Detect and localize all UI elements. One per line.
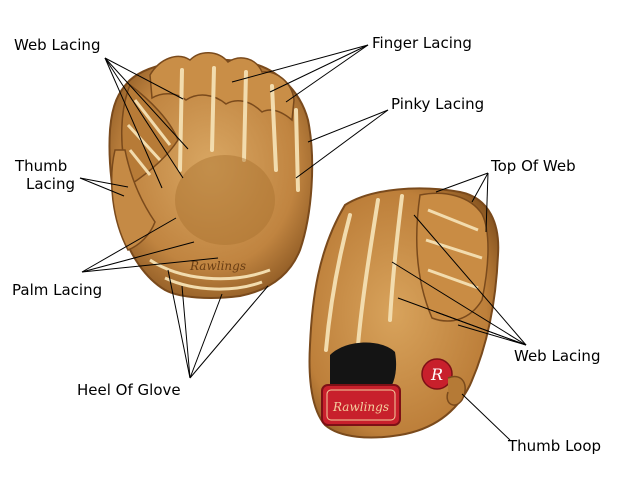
label-thumb-lacing-line1: Thumb <box>15 157 68 175</box>
label-top-of-web: Top Of Web <box>491 157 576 175</box>
left-web-lacing <box>126 99 172 176</box>
left-pocket <box>175 155 275 245</box>
right-glove-opening <box>330 342 397 397</box>
label-web-lacing-left: Web Lacing <box>14 36 101 54</box>
label-heel-of-glove: Heel Of Glove <box>77 381 181 399</box>
thumb-loop <box>446 375 466 406</box>
brand-logo-letter: R <box>430 365 443 384</box>
left-heel-stamp: Rawlings <box>189 259 246 273</box>
label-thumb-loop: Thumb Loop <box>508 437 602 455</box>
label-thumb-lacing-line2: Lacing <box>26 175 75 193</box>
brand-logo <box>421 358 453 390</box>
pointer-lines <box>79 44 527 441</box>
left-glove: Rawlings <box>108 52 314 299</box>
brand-patch <box>321 384 401 426</box>
left-glove-fingers <box>149 52 295 122</box>
left-thumb <box>110 149 156 251</box>
left-heel-lacing <box>149 258 271 291</box>
brand-patch-text: Rawlings <box>332 400 389 414</box>
right-glove: Rawlings R <box>308 187 500 439</box>
brand-patch-border <box>326 389 396 421</box>
left-web <box>121 83 179 187</box>
label-pinky-lacing: Pinky Lacing <box>391 95 485 113</box>
right-web <box>416 192 489 322</box>
right-web-lacing <box>425 208 483 290</box>
label-finger-lacing: Finger Lacing <box>372 34 472 52</box>
label-web-lacing-right: Web Lacing <box>514 347 601 365</box>
label-palm-lacing: Palm Lacing <box>12 281 103 299</box>
